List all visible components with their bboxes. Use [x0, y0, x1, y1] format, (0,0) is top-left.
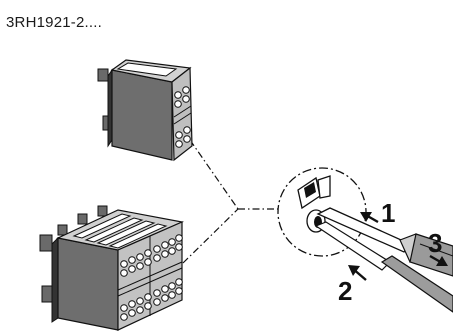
- connector-lines: [182, 139, 280, 264]
- step-arrows: [348, 212, 448, 281]
- step-3-label: 3: [428, 228, 442, 258]
- aux-contact-block-small: [97, 59, 193, 162]
- step-2-label: 2: [338, 276, 352, 306]
- aux-contact-block-large: [39, 205, 185, 331]
- wire: [314, 221, 453, 313]
- part-number-label: 3RH1921-2....: [6, 14, 102, 31]
- step-1-label: 1: [381, 198, 395, 228]
